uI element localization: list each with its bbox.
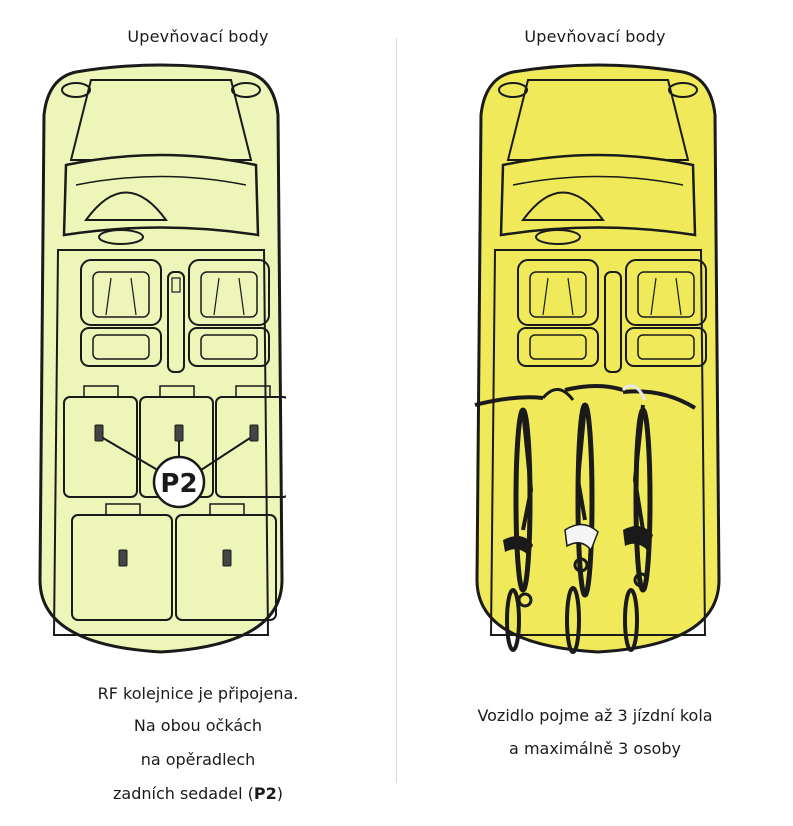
windshield: [499, 153, 697, 237]
bicycle-icon: [503, 407, 534, 652]
handlebars: [474, 384, 697, 410]
anchor-point-icon: [94, 424, 259, 442]
left-caption-line-4-prefix: zadních sedadel (: [113, 784, 254, 803]
front-seat-right: [188, 259, 270, 367]
left-caption-line-4-suffix: ): [276, 784, 283, 803]
front-seat-left: [80, 259, 162, 367]
bicycle-icon: [564, 402, 599, 654]
p2-badge: [152, 455, 206, 509]
car-top-view-icon: [474, 63, 721, 654]
left-caption-line-1: RF kolejnice je připojena.: [97, 684, 299, 703]
left-caption-line-4-bold: P2: [253, 784, 277, 803]
left-caption-line-3: na opěradlech: [140, 750, 256, 769]
left-title: Upevňovací body: [127, 27, 269, 46]
car-top-view-icon: P2: [38, 63, 286, 654]
windshield: [62, 153, 260, 237]
right-title: Upevňovací body: [524, 27, 666, 46]
bicycle-icon: [623, 404, 653, 652]
third-row-seats: [71, 503, 277, 621]
left-caption-line-4: zadních sedadel (P2): [0, 784, 396, 803]
right-caption-line-1: Vozidlo pojme až 3 jízdní kola: [477, 706, 713, 725]
panel-divider: [396, 38, 397, 783]
front-seat-left: [517, 259, 599, 367]
p2-badge-label: P2: [160, 469, 197, 499]
left-caption-line-2: Na obou očkách: [133, 716, 263, 735]
right-caption-line-2: a maximálně 3 osoby: [509, 739, 681, 758]
left-panel: Upevňovací body: [0, 0, 396, 826]
right-panel: Upevňovací body: [397, 0, 793, 826]
front-seat-right: [625, 259, 707, 367]
